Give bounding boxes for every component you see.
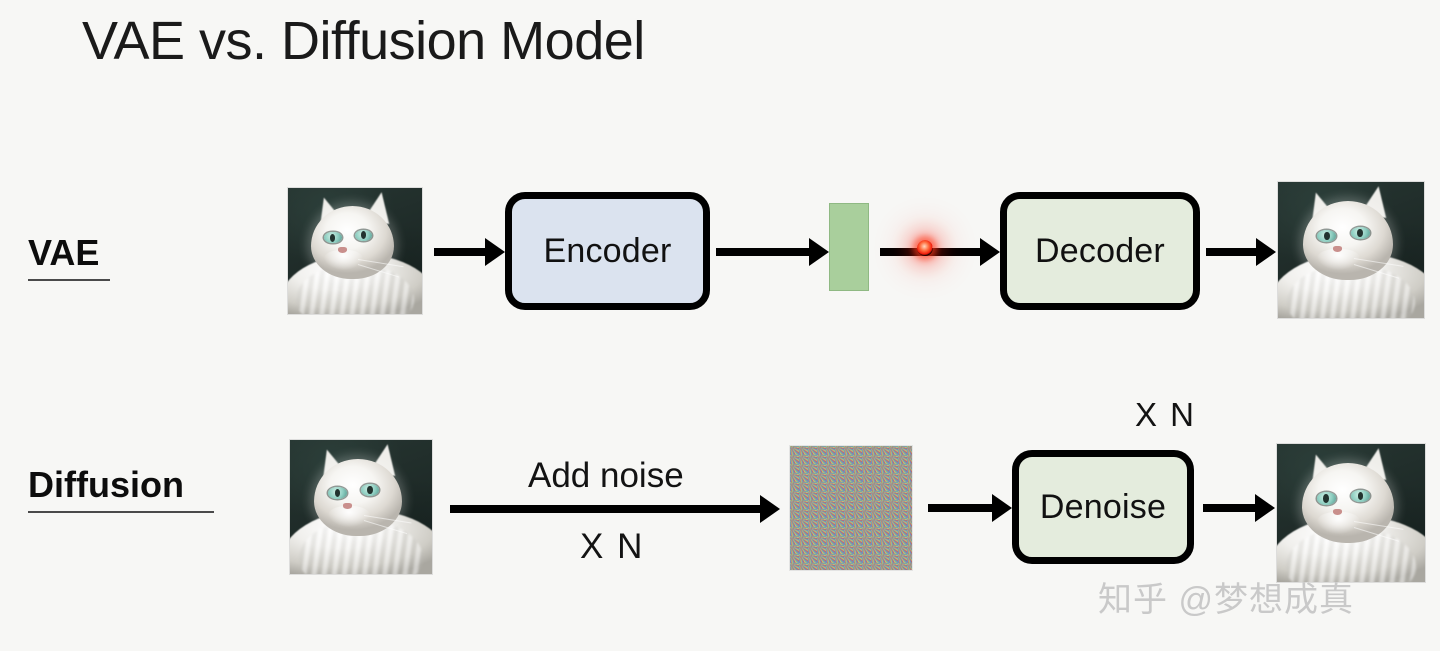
encoder-box[interactable]: Encoder — [505, 192, 710, 310]
watermark: 知乎 @梦想成真 — [1098, 581, 1354, 619]
cat-nose — [338, 247, 347, 253]
denoise-box[interactable]: Denoise — [1012, 450, 1194, 564]
repeat-count-label-top: X N — [1135, 396, 1197, 433]
vae-output-image — [1278, 182, 1424, 318]
row-label-vae: VAE — [28, 232, 110, 281]
page-title: VAE vs. Diffusion Model — [82, 11, 645, 71]
cat-eye-right — [361, 484, 380, 497]
denoise-label: Denoise — [1039, 487, 1167, 526]
repeat-count-label-bottom: X N — [580, 527, 645, 566]
row-label-vae-underline — [28, 279, 110, 281]
cat-eye-left — [328, 486, 347, 499]
cat-eye-right — [1351, 489, 1371, 502]
encoder-label: Encoder — [543, 231, 672, 270]
cat-eye-right — [1351, 226, 1370, 240]
decoder-label: Decoder — [1035, 231, 1165, 270]
add-noise-label: Add noise — [528, 456, 684, 495]
row-label-diffusion: Diffusion — [28, 464, 214, 513]
diffusion-output-image — [1277, 444, 1425, 582]
cat-nose — [1332, 508, 1343, 516]
cat-nose — [1332, 245, 1343, 253]
cat-eye-left — [1317, 229, 1337, 242]
row-label-diffusion-underline — [28, 511, 214, 513]
noise-injection-dot — [917, 240, 933, 256]
cat-muzzle — [1317, 248, 1360, 271]
cat-eye-left — [1316, 492, 1337, 505]
cat-eye-right — [355, 229, 373, 241]
cat-muzzle — [324, 249, 364, 270]
row-label-diffusion-text: Diffusion — [28, 464, 184, 505]
decoder-box[interactable]: Decoder — [1000, 192, 1200, 310]
cat-muzzle — [328, 505, 370, 528]
diffusion-input-image — [290, 440, 432, 574]
cat-eye-left — [324, 232, 342, 244]
latent-vector — [829, 203, 869, 291]
noise-image — [790, 446, 912, 570]
row-label-vae-text: VAE — [28, 232, 100, 273]
cat-muzzle — [1316, 511, 1360, 534]
vae-input-image — [288, 188, 422, 314]
cat-nose — [343, 502, 353, 509]
